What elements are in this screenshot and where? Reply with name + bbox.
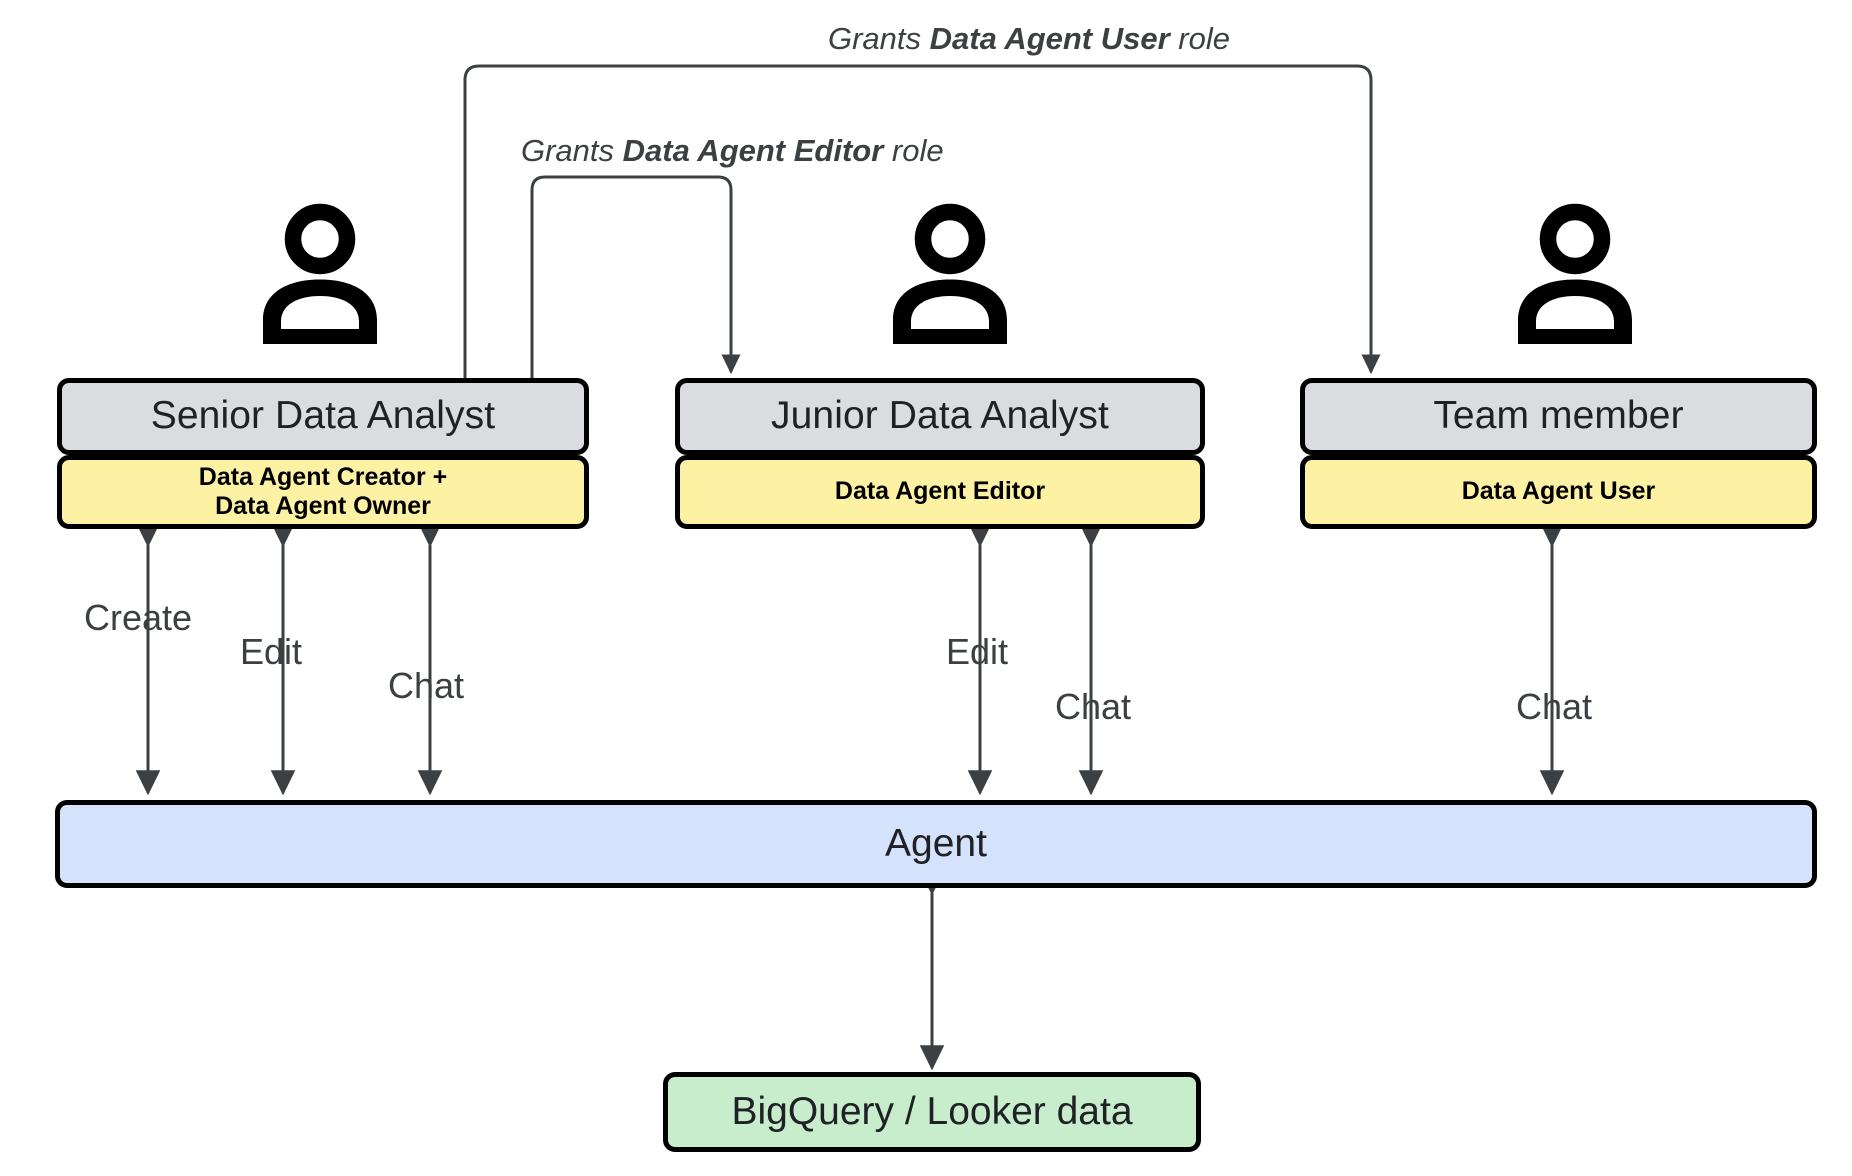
grant-prefix: Grants (828, 21, 930, 56)
permission-list: Data Agent Creator + Data Agent Owner (199, 463, 447, 522)
role-title: Junior Data Analyst (771, 394, 1109, 438)
grant-label-data-agent-editor: Grants Data Agent Editor role (521, 133, 944, 169)
datasource-label: BigQuery / Looker data (731, 1090, 1133, 1133)
grant-suffix: role (1169, 21, 1230, 56)
action-label-chat-senior: Chat (388, 665, 465, 706)
role-title: Senior Data Analyst (150, 394, 496, 438)
permission-line: Data Agent Owner (215, 492, 431, 520)
agent-label: Agent (885, 822, 987, 865)
permission-line: Data Agent Creator + (198, 462, 448, 491)
agent-box[interactable]: Agent (55, 800, 1817, 888)
action-label-edit-junior: Edit (946, 631, 1009, 672)
grant-role-name: Data Agent User (929, 21, 1170, 56)
role-box-junior-data-analyst[interactable]: Junior Data Analyst (675, 378, 1205, 455)
connector-grant-data-agent-editor (530, 175, 741, 378)
action-label-create: Create (84, 597, 193, 638)
action-label-edit-senior: Edit (240, 631, 303, 672)
grant-suffix: role (883, 133, 944, 168)
permission-line: Data Agent User (1461, 477, 1656, 506)
grant-prefix: Grants (521, 133, 623, 168)
permission-box-junior-data-analyst[interactable]: Data Agent Editor (675, 455, 1205, 529)
role-box-senior-data-analyst[interactable]: Senior Data Analyst (57, 378, 589, 455)
action-label-chat-junior: Chat (1055, 686, 1132, 727)
person-icon (1500, 200, 1650, 350)
role-title: Team member (1433, 394, 1684, 438)
permission-line: Data Agent Editor (834, 477, 1046, 506)
permission-box-team-member[interactable]: Data Agent User (1300, 455, 1817, 529)
grant-role-name: Data Agent Editor (622, 133, 884, 168)
permission-box-senior-data-analyst[interactable]: Data Agent Creator + Data Agent Owner (57, 455, 589, 529)
grant-label-data-agent-user: Grants Data Agent User role (828, 21, 1230, 57)
person-icon (875, 200, 1025, 350)
person-icon (245, 200, 395, 350)
datasource-box[interactable]: BigQuery / Looker data (663, 1072, 1201, 1152)
role-box-team-member[interactable]: Team member (1300, 378, 1817, 455)
action-label-chat-team: Chat (1516, 686, 1593, 727)
